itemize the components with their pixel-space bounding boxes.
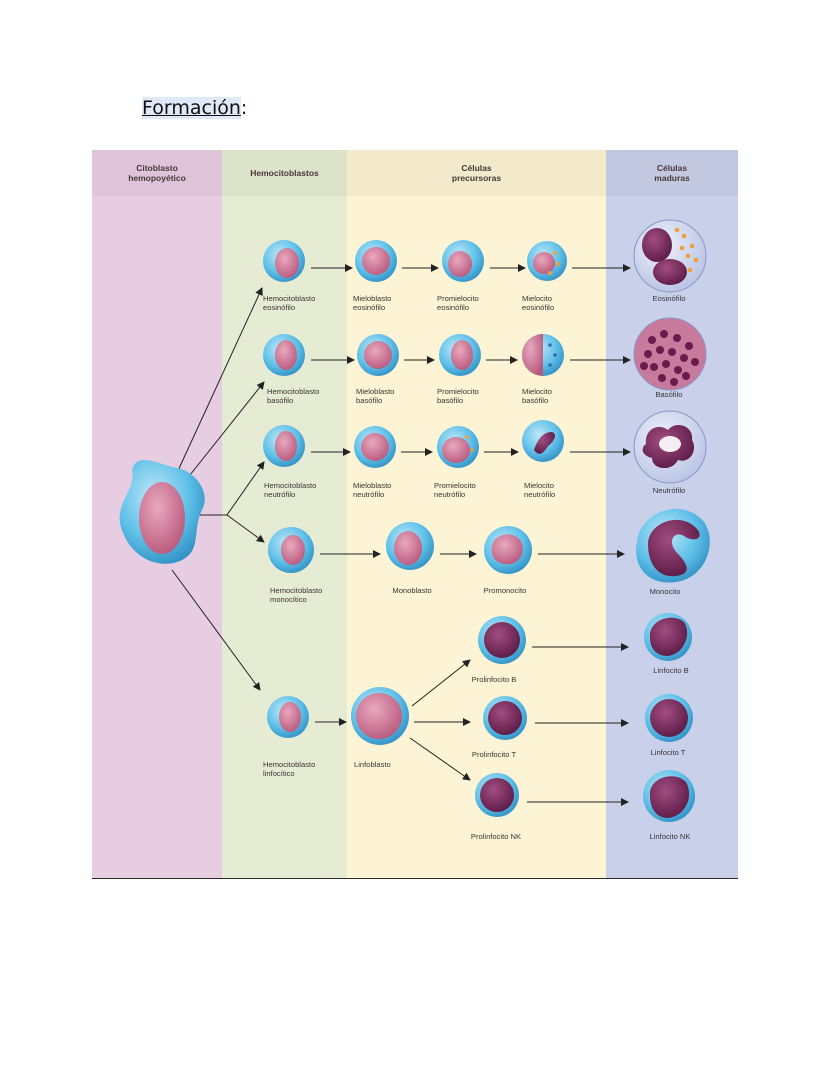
arrow-stem-to-monocyte <box>226 514 265 543</box>
label-hemocytoblast-eosinophil: Hemocitoblasto eosinófilo <box>263 294 316 313</box>
arrow-stem-to-neutrophil <box>200 461 265 516</box>
label-myeloblast-eosinophil: Mieloblasto eosinófilo <box>353 294 392 313</box>
page-heading-colon: : <box>240 97 248 119</box>
label-myelocyte-eosinophil: Mielocito eosinófilo <box>522 294 555 313</box>
column-header-precursors: Células precursoras <box>451 162 502 183</box>
row-eosinophil <box>263 219 707 293</box>
arrow-stem-to-eosinophil <box>175 287 263 476</box>
column-header-stem: Citoblasto hemopoyético <box>128 162 186 183</box>
label-monocyte: Monocito <box>649 587 681 596</box>
label-basophil: Basófilo <box>655 390 683 399</box>
label-lymphocyte-t: Linfocito T <box>650 748 686 757</box>
row-neutrophil <box>263 410 707 484</box>
label-promyelocyte-neutrophil: Promielocito neutrófilo <box>434 481 476 500</box>
column-header-mature: Células maduras <box>654 162 690 183</box>
row-monocyte <box>268 508 710 583</box>
label-eosinophil: Eosinófilo <box>652 294 686 303</box>
row-basophil <box>263 317 707 391</box>
label-myeloblast-neutrophil: Mieloblasto neutrófilo <box>353 481 392 500</box>
label-prolymphocyte-b: Prolinfocito B <box>471 675 517 684</box>
label-myelocyte-basophil: Mielocito basófilo <box>522 387 552 406</box>
label-neutrophil: Neutrófilo <box>652 486 686 495</box>
label-lymphoblast: Linfoblasto <box>354 760 391 769</box>
arrow-stem-to-basophil <box>185 381 265 481</box>
hematopoiesis-diagram: Citoblasto hemopoyético Hemocitoblastos … <box>92 150 738 880</box>
column-header-hemocytoblasts: Hemocitoblastos <box>250 167 319 178</box>
label-promyelocyte-eosinophil: Promielocito eosinófilo <box>437 294 479 313</box>
stem-arrows <box>171 287 265 691</box>
label-hemocytoblast-lymphoid: Hemocitoblasto linfocítico <box>263 760 316 779</box>
label-prolymphocyte-t: Prolinfocito T <box>471 750 517 759</box>
label-monoblast: Monoblasto <box>392 586 432 595</box>
label-lymphocyte-nk: Linfocito NK <box>649 832 691 841</box>
label-hemocytoblast-neutrophil: Hemocitoblasto neutrófilo <box>264 481 317 500</box>
header-band <box>92 150 738 196</box>
label-myelocyte-neutrophil: Mielocito neutrófilo <box>524 481 556 500</box>
label-hemocytoblast-basophil: Hemocitoblasto basófilo <box>267 387 320 406</box>
label-lymphocyte-b: Linfocito B <box>653 666 689 675</box>
label-promyelocyte-basophil: Promielocito basófilo <box>437 387 479 406</box>
label-myeloblast-basophil: Mieloblasto basófilo <box>356 387 395 406</box>
label-hemocytoblast-monocyte: Hemocitoblasto monocítico <box>270 586 323 605</box>
cells-and-arrows <box>119 219 710 822</box>
stem-cell <box>119 460 205 564</box>
bottom-rule <box>92 878 738 879</box>
label-prolymphocyte-nk: Prolinfocito NK <box>470 832 522 841</box>
label-promonocyte: Promonocito <box>483 586 527 595</box>
arrow-stem-to-lymphoid <box>171 569 261 691</box>
row-lymphoid <box>267 613 695 822</box>
page-title: Formación: <box>142 97 247 119</box>
page-heading: Formación <box>142 97 241 119</box>
